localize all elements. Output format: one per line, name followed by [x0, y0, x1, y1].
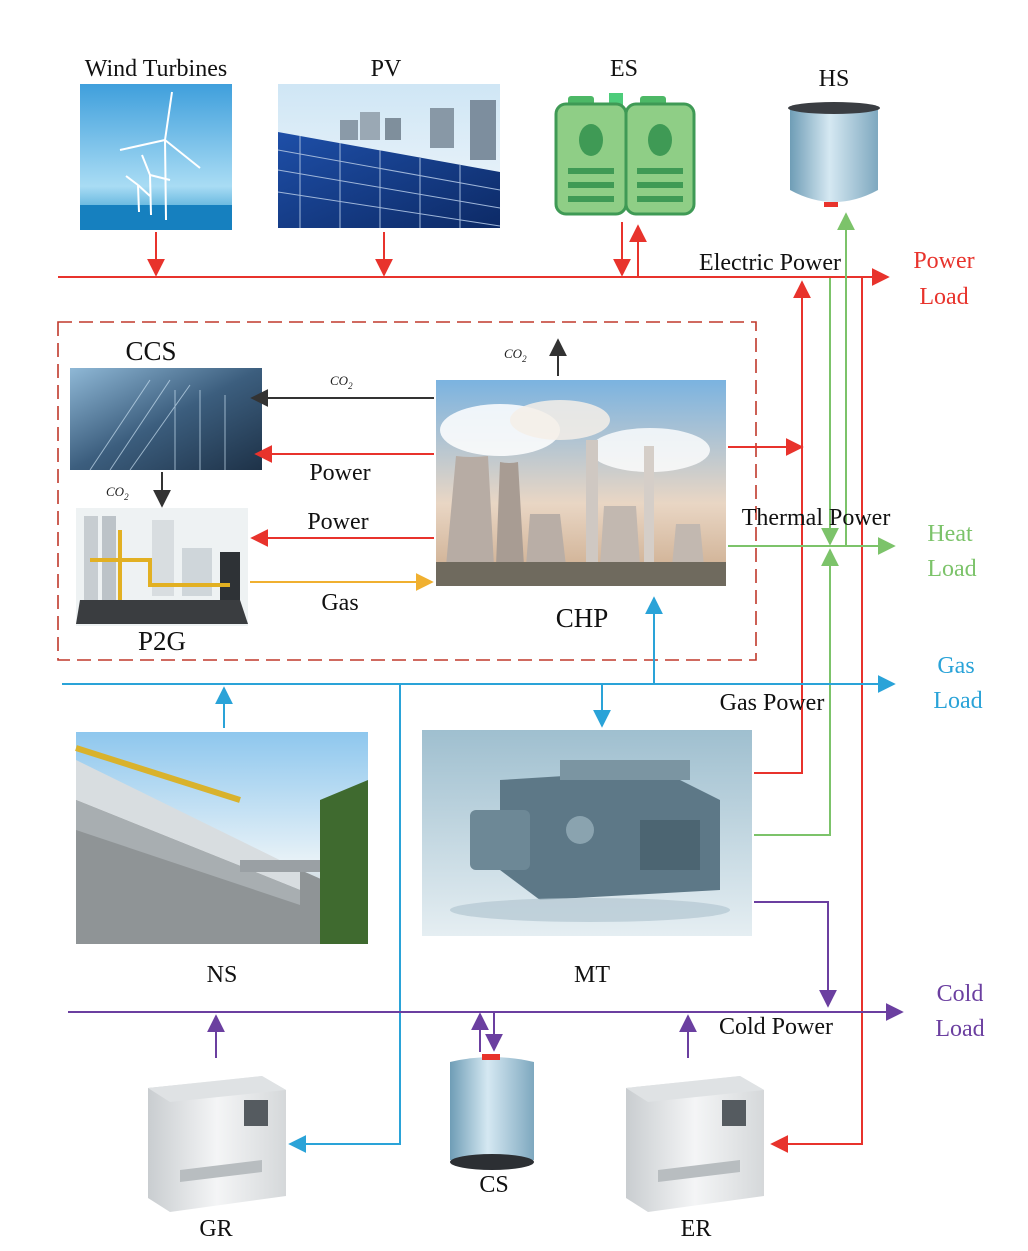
wind-turbines-image	[80, 84, 232, 230]
p2g-image	[76, 508, 248, 626]
chp-image	[436, 380, 726, 586]
cold-power-label: Cold Power	[719, 1014, 833, 1040]
gas-load-label-1: Gas	[937, 653, 974, 679]
chp-label: CHP	[556, 603, 609, 633]
co2-emission-label: CO2	[504, 346, 527, 364]
es-label: ES	[610, 56, 638, 82]
cold-load-label-1: Cold	[937, 981, 984, 1007]
wind-turbines-label: Wind Turbines	[85, 56, 227, 82]
p2g-label: P2G	[138, 626, 186, 656]
er-unit-image	[626, 1076, 764, 1212]
gas-power-label: Gas Power	[720, 690, 825, 716]
gas-power-lines	[62, 596, 896, 1153]
co2-lines	[153, 338, 567, 508]
er-label: ER	[681, 1216, 712, 1242]
power-load-label-1: Power	[913, 248, 974, 274]
gr-label: GR	[199, 1216, 232, 1242]
pv-label: PV	[371, 56, 402, 82]
mt-label: MT	[574, 962, 610, 988]
electric-power-lines	[58, 222, 890, 1153]
es-battery-icon	[554, 93, 696, 216]
power-load-label-2: Load	[919, 284, 968, 310]
hs-label: HS	[819, 66, 850, 92]
cold-load-label-2: Load	[935, 1016, 984, 1042]
heat-load-label-2: Load	[927, 556, 976, 582]
thermal-power-label: Thermal Power	[742, 505, 891, 531]
p2g-power-label: Power	[307, 509, 368, 535]
p2g-gas-label: Gas	[321, 590, 358, 616]
hs-tank-icon	[788, 102, 880, 207]
thermal-power-lines	[728, 212, 896, 836]
co2-to-ccs-label: CO2	[330, 373, 353, 391]
ccs-image	[70, 368, 262, 471]
integrated-unit-boundary	[57, 321, 757, 661]
cold-power-lines	[68, 901, 904, 1058]
ns-image	[75, 732, 368, 944]
electric-power-label: Electric Power	[699, 250, 841, 276]
pv-image	[277, 84, 501, 228]
co2-to-p2g-label: CO2	[106, 484, 129, 502]
ccs-label: CCS	[125, 336, 176, 366]
gr-unit-image	[148, 1076, 286, 1212]
gas-load-label-2: Load	[933, 688, 982, 714]
ccs-power-label: Power	[309, 460, 370, 486]
cs-tank-icon	[450, 1054, 534, 1170]
heat-load-label-1: Heat	[927, 521, 973, 547]
cs-label: CS	[479, 1172, 508, 1198]
mt-image	[422, 730, 752, 936]
ns-label: NS	[207, 962, 238, 988]
